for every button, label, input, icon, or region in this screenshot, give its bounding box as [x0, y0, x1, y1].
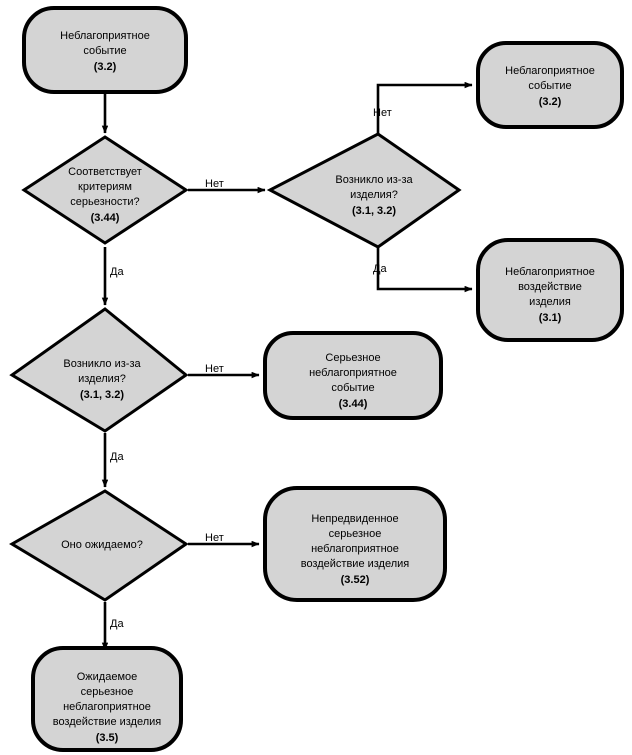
- edge-layer: Нет Да Нет Да Нет Да Нет Да: [101, 81, 473, 651]
- node-decision-caused-by-device-mid-ref: (3.1, 3.2): [80, 389, 124, 401]
- node-terminal-unanticipated-serious-line-2: неблагоприятное: [311, 543, 399, 555]
- node-decision-caused-by-device-mid-line-0: Возникло из-за: [63, 358, 141, 370]
- node-terminal-serious-adverse-event-line-0: Серьезное: [325, 352, 380, 364]
- node-decision-is-expected[interactable]: Оно ожидаемо?: [9, 489, 189, 602]
- node-terminal-adverse-event-ref: (3.2): [539, 96, 562, 108]
- node-decision-caused-by-device-top-ref: (3.1, 3.2): [352, 205, 396, 217]
- edge-label-expected-yes: Да: [110, 618, 124, 630]
- edge-label-severity-yes: Да: [110, 266, 124, 278]
- node-terminal-unanticipated-serious-line-1: серьезное: [329, 528, 382, 540]
- edge-device-top-no: [376, 81, 473, 136]
- node-terminal-unanticipated-serious[interactable]: Непредвиденное серьезное неблагоприятное…: [263, 486, 447, 602]
- node-terminal-expected-serious-shape: [31, 646, 183, 752]
- node-terminal-adverse-event-shape: [476, 41, 624, 129]
- node-terminal-serious-adverse-event-ref: (3.44): [339, 398, 368, 410]
- node-start-adverse-event[interactable]: Неблагоприятное событие (3.2): [22, 6, 188, 94]
- node-decision-severity-criteria[interactable]: Соответствует критериям серьезности? (3.…: [21, 135, 189, 245]
- edge-device-top-yes: [376, 245, 473, 293]
- node-terminal-adverse-event[interactable]: Неблагоприятное событие (3.2): [476, 41, 624, 129]
- node-decision-severity-criteria-line-1: критериям: [78, 181, 132, 193]
- node-terminal-unanticipated-serious-line-0: Непредвиденное: [311, 513, 398, 525]
- node-start-adverse-event-shape: [22, 6, 188, 94]
- node-start-adverse-event-ref: (3.2): [94, 61, 117, 73]
- node-terminal-unanticipated-serious-shape: [263, 486, 447, 602]
- node-terminal-expected-serious-line-1: серьезное: [81, 686, 134, 698]
- edge-label-device-mid-no: Нет: [205, 363, 224, 375]
- node-terminal-expected-serious-line-3: воздействие изделия: [53, 716, 162, 728]
- edge-label-expected-no: Нет: [205, 532, 224, 544]
- edge-label-device-top-yes: Да: [373, 263, 387, 275]
- node-start-adverse-event-line-0: Неблагоприятное: [60, 30, 150, 42]
- node-terminal-adverse-device-effect-line-1: воздействие: [518, 281, 582, 293]
- node-start-adverse-event-line-1: событие: [83, 45, 126, 57]
- node-terminal-serious-adverse-event[interactable]: Серьезное неблагоприятное событие (3.44): [263, 331, 443, 420]
- node-decision-severity-criteria-ref: (3.44): [91, 212, 120, 224]
- node-decision-caused-by-device-top-line-1: изделия?: [350, 189, 398, 201]
- edge-label-device-mid-yes: Да: [110, 451, 124, 463]
- node-terminal-expected-serious-line-2: неблагоприятное: [63, 701, 151, 713]
- node-decision-severity-criteria-line-0: Соответствует: [68, 166, 142, 178]
- edge-label-severity-no: Нет: [205, 178, 224, 190]
- node-terminal-adverse-event-line-1: событие: [528, 80, 571, 92]
- node-terminal-adverse-device-effect-ref: (3.1): [539, 312, 562, 324]
- node-terminal-serious-adverse-event-line-2: событие: [331, 382, 374, 394]
- node-decision-caused-by-device-top-line-0: Возникло из-за: [335, 174, 413, 186]
- node-terminal-adverse-event-line-0: Неблагоприятное: [505, 65, 595, 77]
- node-terminal-unanticipated-serious-ref: (3.52): [341, 574, 370, 586]
- node-decision-is-expected-shape: [9, 489, 189, 602]
- node-decision-caused-by-device-mid-shape: [9, 307, 189, 433]
- node-decision-caused-by-device-mid[interactable]: Возникло из-за изделия? (3.1, 3.2): [9, 307, 189, 433]
- node-terminal-adverse-device-effect-line-2: изделия: [529, 296, 571, 308]
- node-decision-caused-by-device-top[interactable]: Возникло из-за изделия? (3.1, 3.2): [266, 132, 462, 249]
- node-terminal-adverse-device-effect[interactable]: Неблагоприятное воздействие изделия (3.1…: [476, 238, 624, 342]
- node-terminal-adverse-device-effect-shape: [476, 238, 624, 342]
- node-decision-severity-criteria-shape: [21, 135, 189, 245]
- edge-label-device-top-no: Нет: [373, 107, 392, 119]
- node-terminal-unanticipated-serious-line-3: воздействие изделия: [301, 558, 410, 570]
- node-decision-caused-by-device-top-shape: [266, 132, 462, 249]
- node-decision-caused-by-device-mid-line-1: изделия?: [78, 373, 126, 385]
- node-terminal-expected-serious-line-0: Ожидаемое: [77, 671, 138, 683]
- node-terminal-expected-serious[interactable]: Ожидаемое серьезное неблагоприятное возд…: [31, 646, 183, 752]
- node-terminal-serious-adverse-event-line-1: неблагоприятное: [309, 367, 397, 379]
- node-terminal-adverse-device-effect-line-0: Неблагоприятное: [505, 266, 595, 278]
- node-decision-is-expected-line-0: Оно ожидаемо?: [61, 539, 143, 551]
- node-terminal-expected-serious-ref: (3.5): [96, 732, 119, 744]
- node-decision-severity-criteria-line-2: серьезности?: [70, 196, 139, 208]
- node-terminal-serious-adverse-event-shape: [263, 331, 443, 420]
